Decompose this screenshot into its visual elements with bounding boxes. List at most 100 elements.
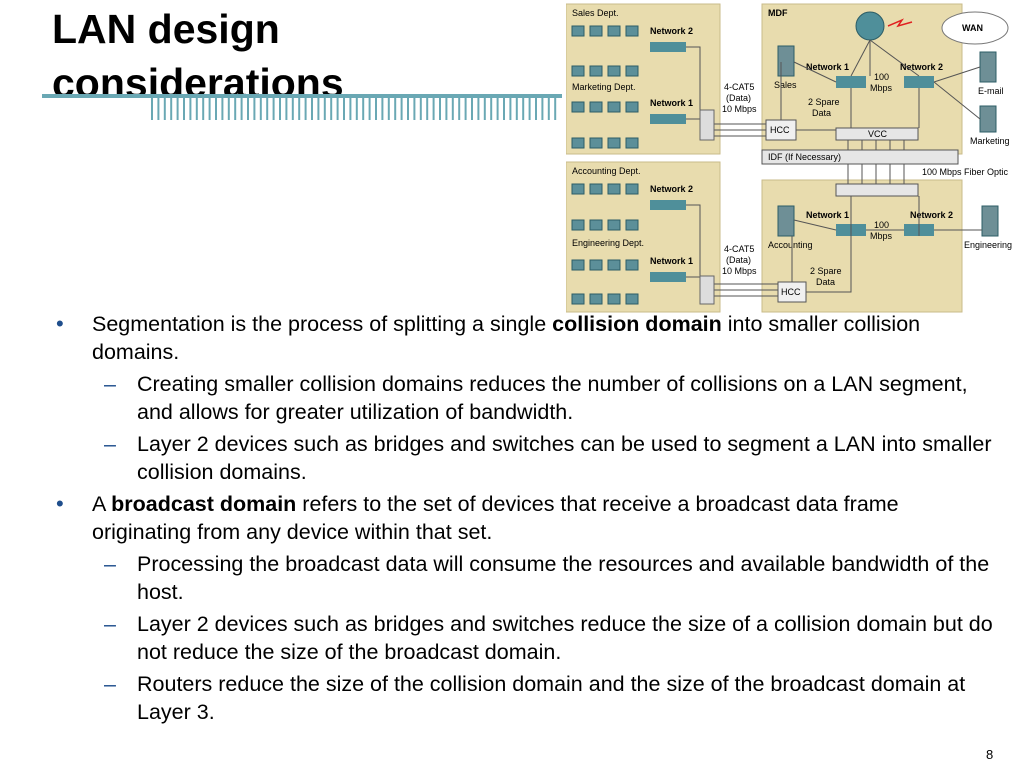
- mdf-spare-1: 2 Spare: [808, 97, 840, 107]
- sub-bullet-mark: –: [104, 432, 116, 456]
- lan-topology-diagram: Sales Dept. Network 2 Marketing Dept. Ne…: [566, 3, 1012, 313]
- wan-cloud-icon: [941, 11, 1009, 45]
- workstation-icon: [607, 65, 621, 77]
- sub-bullet-mark: –: [104, 672, 116, 696]
- server-icon: [981, 205, 999, 237]
- workstation-icon: [607, 259, 621, 271]
- bullet-text: Segmentation is the process of splitting…: [92, 312, 553, 336]
- workstation-icon: [589, 65, 603, 77]
- bullet-text: refers to the set of devices that receiv…: [92, 492, 899, 544]
- workstation-icon: [571, 183, 585, 195]
- sub-bullet-text: Routers reduce the size of the collision…: [137, 672, 966, 724]
- hcc-label-top: HCC: [770, 125, 790, 135]
- idf-box: [761, 149, 959, 165]
- email-server-label: E-mail: [978, 86, 1004, 96]
- workstation-icon: [571, 259, 585, 271]
- fiber-label: 100 Mbps Fiber Optic: [922, 167, 1009, 177]
- sales-network-label: Network 2: [650, 26, 693, 36]
- page-number: 8: [986, 747, 994, 762]
- accounting-engineering-panel: [566, 161, 721, 313]
- mdf-speed-2: Mbps: [870, 83, 893, 93]
- marketing-network-label: Network 1: [650, 98, 693, 108]
- workstation-icon: [589, 137, 603, 149]
- cable-label-top-3: 10 Mbps: [722, 104, 757, 114]
- workstation-icon: [625, 137, 639, 149]
- bullet-text: A: [92, 492, 112, 516]
- workstation-icon: [571, 219, 585, 231]
- accounting-dept-label: Accounting Dept.: [572, 166, 641, 176]
- sub-bullet: – Processing the broadcast data will con…: [52, 550, 1002, 606]
- workstation-icon: [625, 293, 639, 305]
- sub-bullet: – Creating smaller collision domains red…: [52, 370, 1002, 426]
- bullet-bold-term: collision domain: [552, 312, 722, 336]
- switch-icon: [836, 76, 866, 88]
- cable-label-top-1: 4-CAT5: [724, 82, 754, 92]
- wan-link-icon: [887, 18, 913, 28]
- marketing-dept-label: Marketing Dept.: [572, 82, 636, 92]
- workstation-icon: [571, 137, 585, 149]
- sub-bullet-mark: –: [104, 372, 116, 396]
- switch-icon: [650, 114, 686, 124]
- title-line-2: considerations: [52, 60, 344, 106]
- mdf-speed-1: 100: [874, 72, 889, 82]
- title-line-1: LAN design: [52, 6, 280, 52]
- server-icon: [777, 205, 795, 237]
- workstation-icon: [625, 65, 639, 77]
- bullet-mark: •: [56, 311, 64, 336]
- sub-bullet: – Layer 2 devices such as bridges and sw…: [52, 610, 1002, 666]
- cable-label-bottom-1: 4-CAT5: [724, 244, 754, 254]
- sub-bullet: – Routers reduce the size of the collisi…: [52, 670, 1002, 726]
- workstation-icon: [589, 183, 603, 195]
- wan-label: WAN: [962, 23, 983, 33]
- workstation-icon: [607, 293, 621, 305]
- idf-spare-1: 2 Spare: [810, 266, 842, 276]
- workstation-icon: [607, 137, 621, 149]
- sales-server-label: Sales: [774, 80, 797, 90]
- server-icon: [979, 51, 997, 83]
- workstation-icon: [607, 183, 621, 195]
- hcc-label-bottom: HCC: [781, 287, 801, 297]
- bullet-text: into smaller collision domains.: [92, 312, 921, 364]
- vcc-box: [835, 127, 919, 141]
- bullet-list: • Segmentation is the process of splitti…: [52, 310, 1002, 730]
- workstation-icon: [625, 25, 639, 37]
- patch-panel-icon: [699, 109, 715, 141]
- accounting-network-label: Network 2: [650, 184, 693, 194]
- bullet-segmentation: • Segmentation is the process of splitti…: [52, 310, 1002, 366]
- idf-label: IDF (If Necessary): [768, 152, 841, 162]
- workstation-icon: [625, 219, 639, 231]
- mdf-net2-label: Network 2: [900, 62, 943, 72]
- workstation-icon: [607, 25, 621, 37]
- cable-label-top-2: (Data): [726, 93, 751, 103]
- workstation-icon: [571, 65, 585, 77]
- workstation-icon: [625, 183, 639, 195]
- workstation-icon: [625, 101, 639, 113]
- sub-bullet-text: Layer 2 devices such as bridges and swit…: [137, 612, 993, 664]
- workstation-icon: [589, 101, 603, 113]
- idf-net2-label: Network 2: [910, 210, 953, 220]
- workstation-icon: [571, 25, 585, 37]
- switch-icon: [650, 42, 686, 52]
- idf-net1-label: Network 1: [806, 210, 849, 220]
- switch-icon: [650, 272, 686, 282]
- workstation-icon: [589, 259, 603, 271]
- workstation-icons: [571, 25, 639, 305]
- workstation-icon: [607, 219, 621, 231]
- sales-dept-label: Sales Dept.: [572, 8, 619, 18]
- sub-bullet-mark: –: [104, 612, 116, 636]
- idf-speed-1: 100: [874, 220, 889, 230]
- slide-title: LAN design considerations: [52, 2, 472, 110]
- cable-label-bottom-3: 10 Mbps: [722, 266, 757, 276]
- idf-spare-2: Data: [816, 277, 835, 287]
- bullet-mark: •: [56, 491, 64, 516]
- idf-speed-2: Mbps: [870, 231, 893, 241]
- workstation-icon: [589, 293, 603, 305]
- mdf-net1-label: Network 1: [806, 62, 849, 72]
- accounting-server-label: Accounting: [768, 240, 813, 250]
- title-decoration-bar: [42, 94, 562, 120]
- switch-icon: [650, 200, 686, 210]
- vcc-box-lower: [835, 183, 919, 197]
- sales-marketing-panel: [566, 3, 721, 155]
- workstation-icon: [625, 259, 639, 271]
- bullet-bold-term: broadcast domain: [111, 492, 297, 516]
